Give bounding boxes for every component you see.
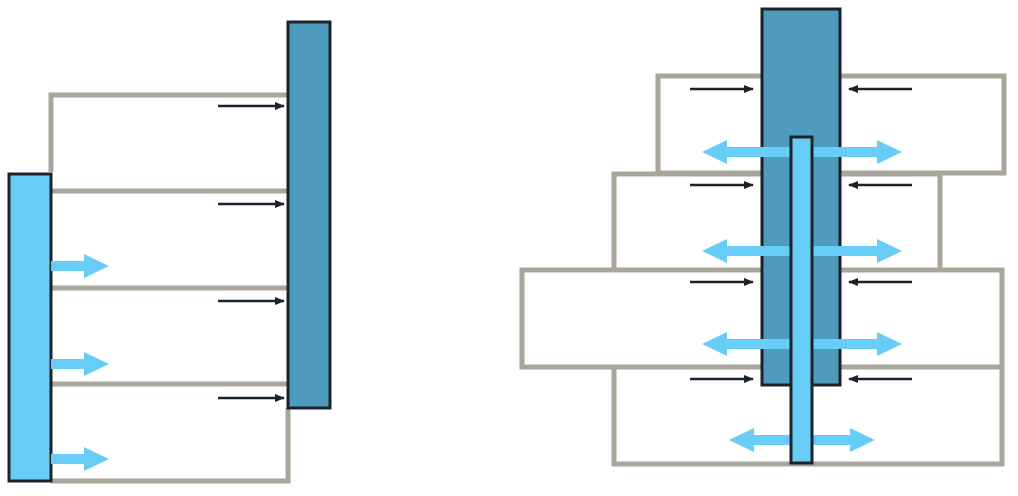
light-arrow-icon bbox=[51, 352, 109, 376]
left-frame bbox=[48, 92, 291, 484]
left-light-column bbox=[7, 172, 53, 483]
left-dark-arrows bbox=[218, 102, 285, 402]
right-light-column bbox=[789, 135, 814, 465]
left-light-arrows bbox=[51, 254, 109, 471]
left-block-bottom bbox=[51, 408, 291, 484]
left-figure bbox=[7, 20, 332, 484]
right-dark-arrows-right bbox=[848, 85, 912, 383]
right-dark-arrows-left bbox=[690, 85, 754, 383]
right-figure bbox=[519, 7, 1007, 467]
left-dark-column bbox=[286, 20, 332, 410]
light-arrow-icon bbox=[51, 254, 109, 278]
left-block-1 bbox=[48, 92, 288, 172]
light-arrow-icon bbox=[51, 447, 109, 471]
